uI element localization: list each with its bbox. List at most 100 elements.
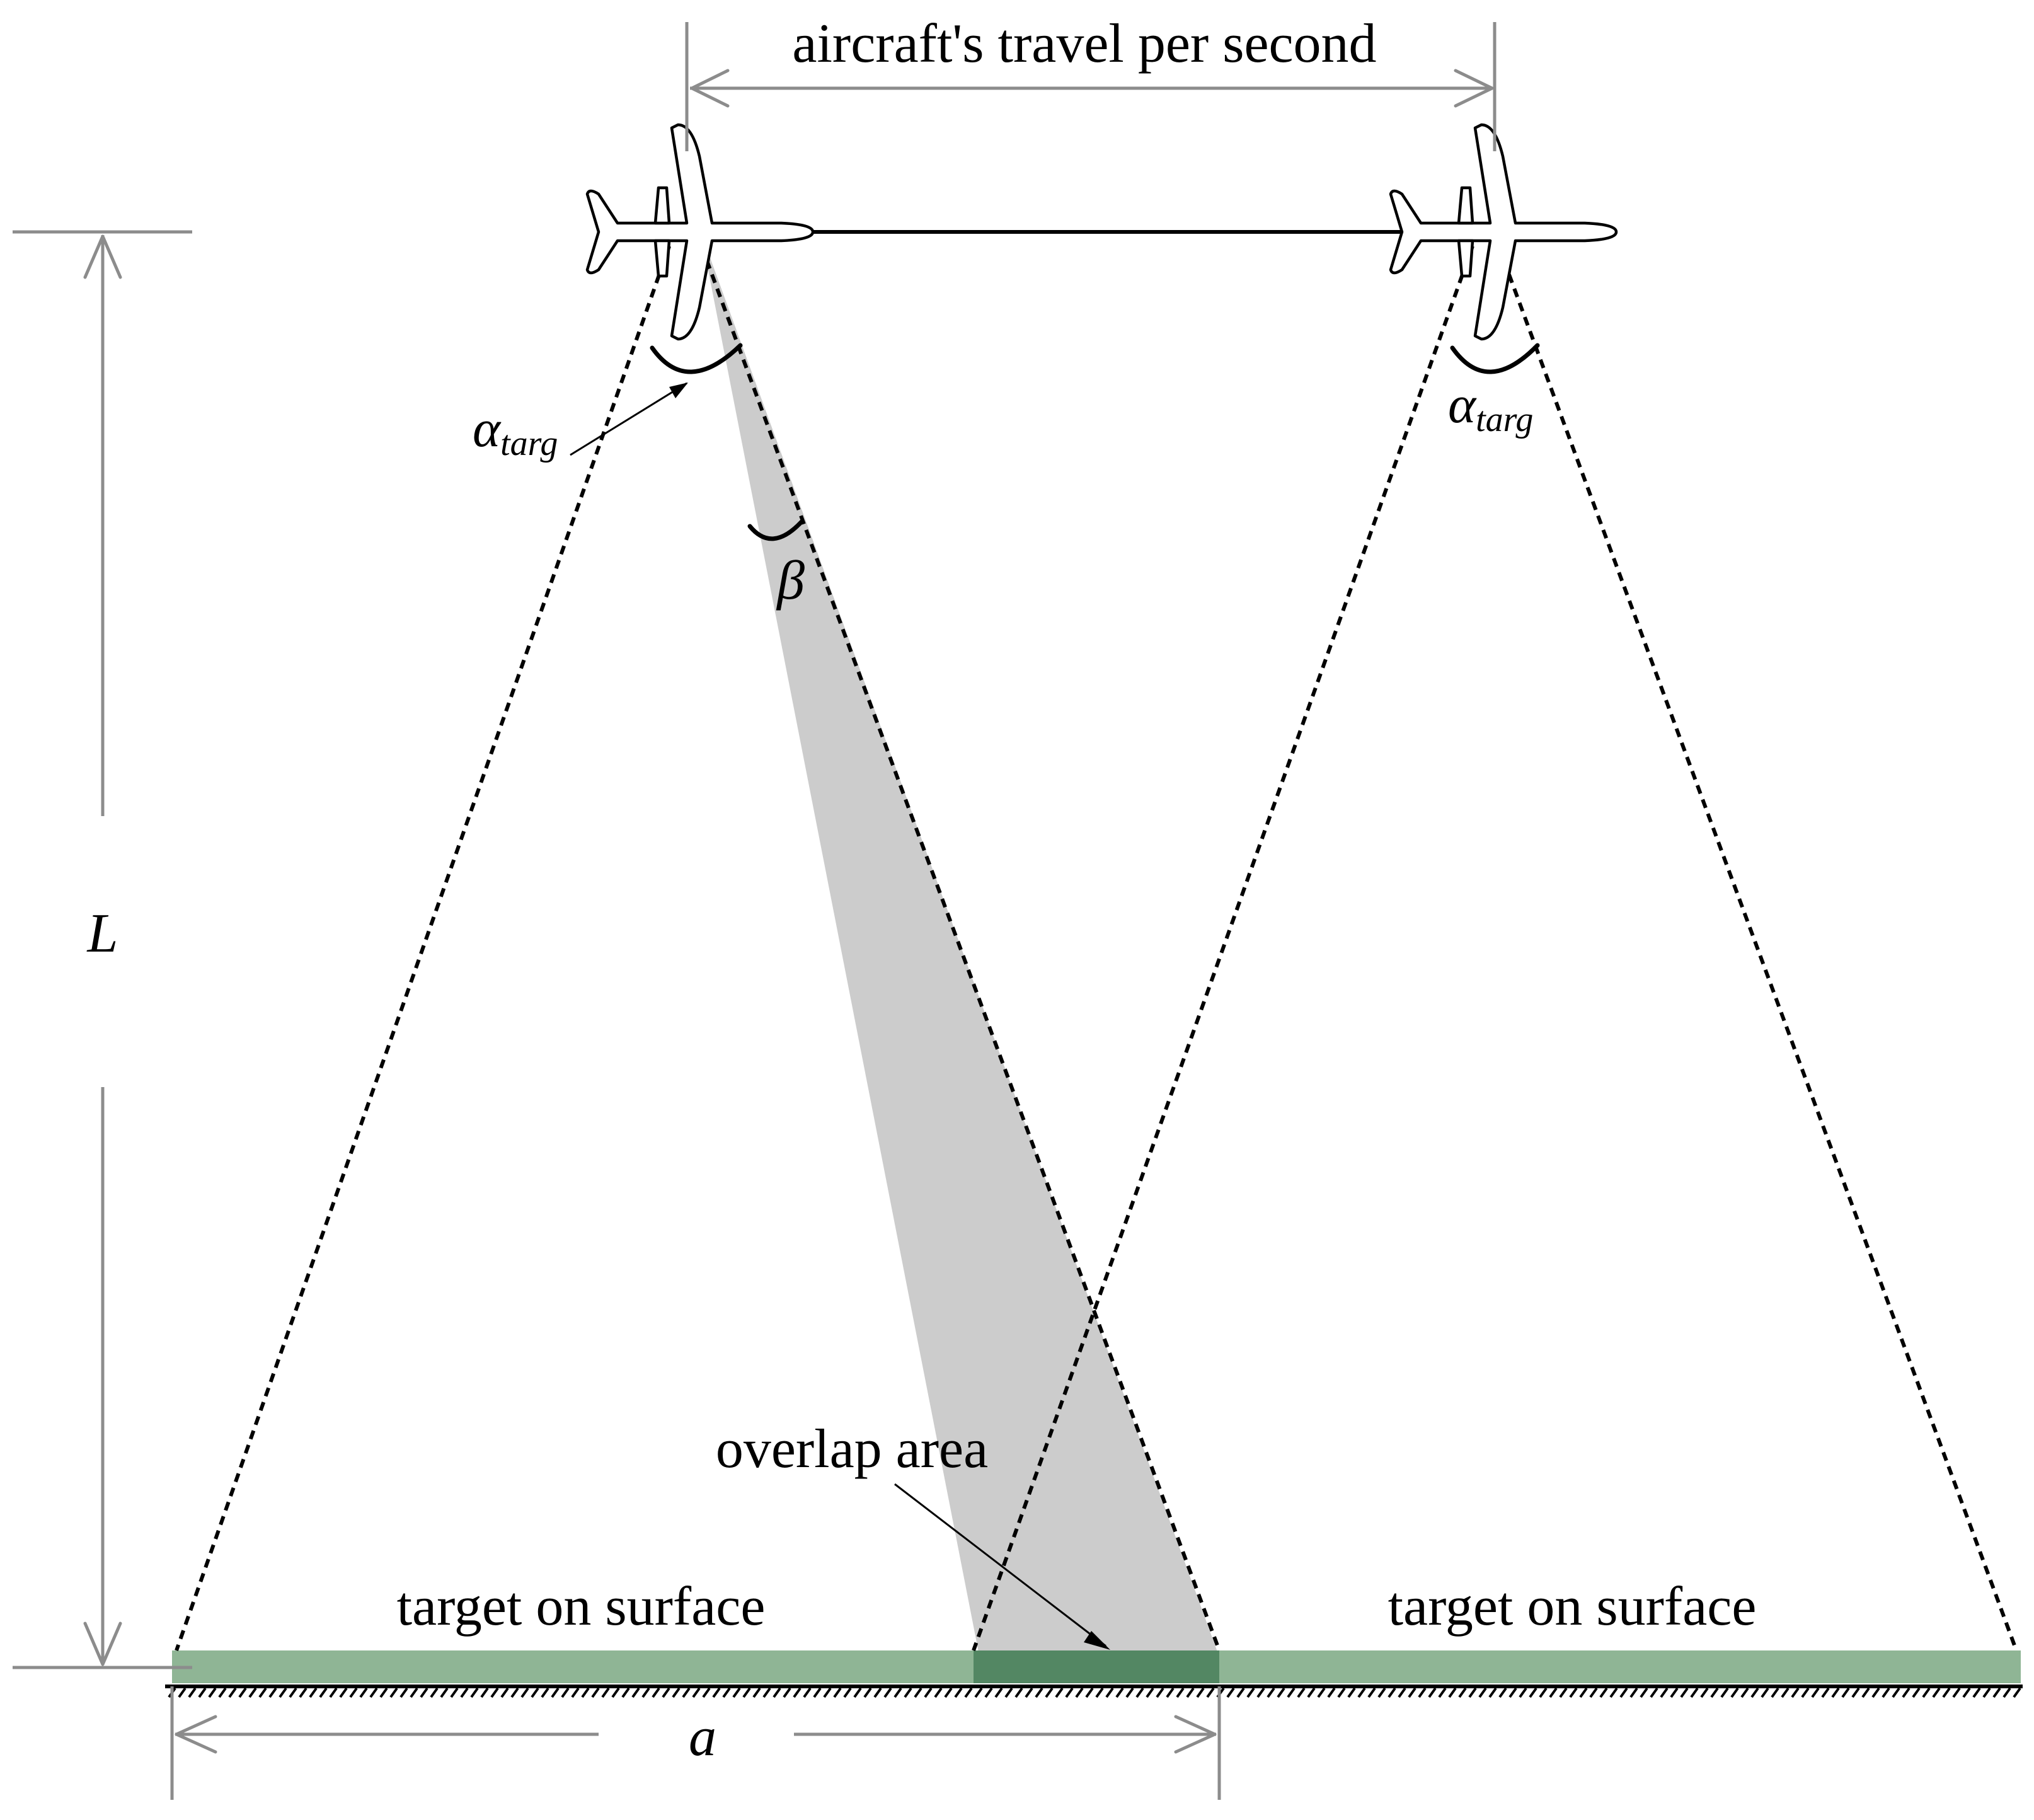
hatch-mark [1085,1687,1094,1698]
alpha-label-right: αtarg [1448,376,1533,439]
hatch-mark [1599,1687,1608,1698]
hatch-mark [581,1687,590,1698]
hatch-mark [1750,1687,1759,1698]
hatch-mark [561,1687,570,1698]
hatch-mark [692,1687,701,1698]
hatch-mark [531,1687,539,1698]
travel-arrow-left [690,69,730,108]
hatch-mark [2013,1687,2021,1698]
hatch-mark [1307,1687,1316,1698]
hatch-mark [1670,1687,1679,1698]
hatch-mark [1488,1687,1497,1698]
hatch-mark [1135,1687,1144,1698]
hatch-mark [742,1687,751,1698]
hatch-mark [662,1687,670,1698]
hatch-mark [520,1687,529,1698]
hatch-mark [399,1687,408,1698]
hatch-mark [1559,1687,1568,1698]
hatch-mark [1690,1687,1699,1698]
hatch-mark [672,1687,681,1698]
hatch-mark [359,1687,368,1698]
hatch-mark [1226,1687,1235,1698]
hatch-mark [309,1687,318,1698]
hatch-mark [1710,1687,1719,1698]
hatch-mark [752,1687,761,1698]
hatch-mark [268,1687,277,1698]
hatch-mark [349,1687,358,1698]
hatch-mark [450,1687,459,1698]
angle-arc-beta [747,519,804,541]
hatch-mark [611,1687,620,1698]
hatch-mark [218,1687,227,1698]
hatch-mark [1478,1687,1487,1698]
hatch-mark [1730,1687,1739,1698]
hatch-mark [1892,1687,1900,1698]
hatch-mark [1781,1687,1790,1698]
hatch-mark [289,1687,297,1698]
hatch-mark [732,1687,741,1698]
hatch-mark [1771,1687,1779,1698]
hatch-mark [1428,1687,1437,1698]
hatch-mark [1367,1687,1376,1698]
hatch-mark [1206,1687,1215,1698]
hatch-mark [1619,1687,1628,1698]
hatch-mark [1519,1687,1527,1698]
hatch-mark [843,1687,852,1698]
hatch-mark [1095,1687,1104,1698]
hatch-mark [1650,1687,1658,1698]
hatch-mark [1609,1687,1618,1698]
hatch-mark [1660,1687,1669,1698]
hatch-mark [591,1687,600,1698]
hatch-mark [410,1687,418,1698]
a-arrow-right [1174,1715,1217,1754]
hatch-mark [1317,1687,1326,1698]
airplane-icon [1389,123,1618,341]
hatch-mark [1055,1687,1064,1698]
hatch-mark [1115,1687,1124,1698]
hatch-mark [1831,1687,1840,1698]
overlap-pointer-arrowhead [1084,1631,1110,1650]
hatch-mark [440,1687,449,1698]
hatch-mark [1267,1687,1275,1698]
hatch-mark [541,1687,549,1698]
hatch-mark [1448,1687,1457,1698]
hatch-mark [258,1687,267,1698]
a-label: a [689,1707,716,1768]
hatch-mark [1377,1687,1386,1698]
hatch-mark [762,1687,771,1698]
hatch-mark [1912,1687,1921,1698]
travel-label: aircraft's travel per second [792,13,1376,74]
hatch-mark [1408,1687,1416,1698]
hatch-mark [904,1687,912,1698]
airplane-icon [585,123,815,341]
overlap-strip [974,1650,1219,1683]
hatch-mark [964,1687,973,1698]
hatch-mark [379,1687,388,1698]
hatch-mark [1065,1687,1074,1698]
alpha-pointer-line [570,382,687,456]
hatch-mark [238,1687,247,1698]
hatch-mark [329,1687,338,1698]
hatch-mark [470,1687,479,1698]
hatch-mark [460,1687,469,1698]
hatch-mark [1156,1687,1164,1698]
alpha-label-left: αtarg [473,400,558,463]
beta-label: β [776,550,805,611]
hatch-mark [893,1687,902,1698]
hatch-mark [1388,1687,1396,1698]
overlap-label: overlap area [716,1419,988,1480]
hatch-mark [1942,1687,1951,1698]
hatch-mark [1700,1687,1709,1698]
hatch-mark [1629,1687,1638,1698]
hatch-mark [1045,1687,1054,1698]
hatch-mark [319,1687,328,1698]
hatch-mark [1569,1687,1578,1698]
hatch-mark [984,1687,993,1698]
hatch-mark [480,1687,489,1698]
hatch-mark [339,1687,348,1698]
hatch-mark [1922,1687,1931,1698]
angle-arc-alpha-right [1450,343,1540,374]
hatch-mark [954,1687,963,1698]
hatch-mark [1861,1687,1870,1698]
